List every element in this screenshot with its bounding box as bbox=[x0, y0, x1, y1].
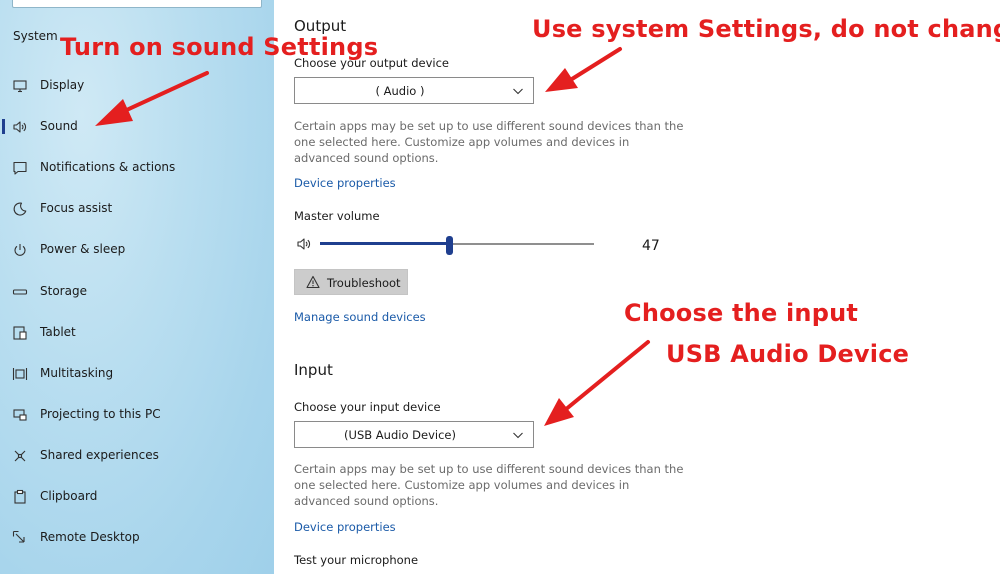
output-description: Certain apps may be set up to use differ… bbox=[294, 119, 684, 165]
sidebar-item-shared-experiences[interactable]: Shared experiences bbox=[0, 435, 274, 476]
clipboard-icon bbox=[14, 489, 26, 504]
sidebar-item-power-sleep[interactable]: Power & sleep bbox=[0, 229, 274, 270]
sidebar-item-label: Tablet bbox=[40, 325, 76, 339]
sidebar-item-label: Multitasking bbox=[40, 366, 114, 380]
input-device-properties-link[interactable]: Device properties bbox=[294, 520, 396, 534]
sidebar-item-remote-desktop[interactable]: Remote Desktop bbox=[0, 517, 274, 558]
annotation-choose-input: Choose the input bbox=[624, 299, 859, 327]
output-device-properties-link[interactable]: Device properties bbox=[294, 176, 396, 190]
warning-icon bbox=[306, 275, 320, 289]
monitor-icon bbox=[13, 80, 27, 93]
power-icon bbox=[14, 244, 26, 256]
manage-sound-devices-link[interactable]: Manage sound devices bbox=[294, 310, 426, 324]
output-device-value: ( Audio ) bbox=[375, 84, 425, 98]
find-setting-input[interactable] bbox=[12, 0, 262, 8]
output-device-label: Choose your output device bbox=[294, 56, 449, 70]
volume-icon[interactable] bbox=[296, 236, 312, 252]
annotation-system-settings: Use system Settings, do not change bbox=[532, 15, 1000, 43]
tablet-icon bbox=[13, 326, 27, 340]
moon-icon bbox=[13, 202, 27, 216]
sidebar-item-label: Clipboard bbox=[40, 489, 98, 503]
sidebar-item-label: Power & sleep bbox=[40, 242, 126, 256]
storage-icon bbox=[12, 289, 28, 295]
output-device-dropdown[interactable]: ( Audio ) bbox=[294, 77, 534, 104]
sound-settings-page: Output Choose your output device ( Audio… bbox=[274, 0, 1000, 574]
annotation-usb-audio-device: USB Audio Device bbox=[666, 340, 910, 368]
notification-icon bbox=[13, 161, 27, 175]
remote-desktop-icon bbox=[12, 530, 25, 543]
settings-sidebar: System Display Sound Notifications & act… bbox=[0, 0, 274, 574]
sidebar-item-tablet[interactable]: Tablet bbox=[0, 312, 274, 353]
chevron-down-icon bbox=[513, 88, 523, 95]
sidebar-item-label: Sound bbox=[40, 119, 78, 133]
sidebar-item-label: Remote Desktop bbox=[40, 530, 140, 544]
speaker-icon bbox=[13, 121, 27, 133]
sidebar-item-clipboard[interactable]: Clipboard bbox=[0, 476, 274, 517]
troubleshoot-button[interactable]: Troubleshoot bbox=[294, 269, 408, 295]
volume-value: 47 bbox=[642, 238, 660, 254]
chevron-down-icon bbox=[513, 432, 523, 439]
shared-icon bbox=[14, 450, 26, 462]
sidebar-item-label: Projecting to this PC bbox=[40, 407, 161, 421]
sidebar-section-title: System bbox=[13, 29, 58, 43]
multitasking-icon bbox=[12, 368, 28, 380]
sidebar-item-projecting[interactable]: Projecting to this PC bbox=[0, 394, 274, 435]
projecting-icon bbox=[13, 409, 27, 421]
sidebar-item-storage[interactable]: Storage bbox=[0, 271, 274, 312]
sidebar-item-multitasking[interactable]: Multitasking bbox=[0, 353, 274, 394]
sidebar-item-notifications[interactable]: Notifications & actions bbox=[0, 147, 274, 188]
output-heading: Output bbox=[294, 17, 347, 35]
sidebar-item-label: Storage bbox=[40, 284, 87, 298]
sidebar-item-focus-assist[interactable]: Focus assist bbox=[0, 188, 274, 229]
sidebar-item-sound[interactable]: Sound bbox=[0, 106, 274, 147]
troubleshoot-label: Troubleshoot bbox=[327, 276, 401, 290]
master-volume-label: Master volume bbox=[294, 209, 380, 223]
input-device-dropdown[interactable]: (USB Audio Device) bbox=[294, 421, 534, 448]
sidebar-item-label: Shared experiences bbox=[40, 448, 159, 462]
slider-thumb[interactable] bbox=[445, 236, 453, 255]
master-volume-slider[interactable] bbox=[320, 236, 594, 255]
input-heading: Input bbox=[294, 361, 333, 379]
input-device-value: (USB Audio Device) bbox=[344, 428, 456, 442]
sidebar-item-label: Focus assist bbox=[40, 201, 113, 215]
test-microphone-label: Test your microphone bbox=[294, 553, 419, 567]
slider-fill bbox=[320, 242, 449, 245]
annotation-sound-settings: Turn on sound Settings bbox=[60, 33, 379, 61]
sidebar-item-display[interactable]: Display bbox=[0, 65, 274, 106]
sidebar-item-label: Display bbox=[40, 78, 85, 92]
input-description: Certain apps may be set up to use differ… bbox=[294, 462, 684, 508]
input-device-label: Choose your input device bbox=[294, 400, 441, 414]
selected-indicator bbox=[2, 119, 5, 134]
sidebar-item-label: Notifications & actions bbox=[40, 160, 176, 174]
slider-track bbox=[320, 243, 594, 245]
